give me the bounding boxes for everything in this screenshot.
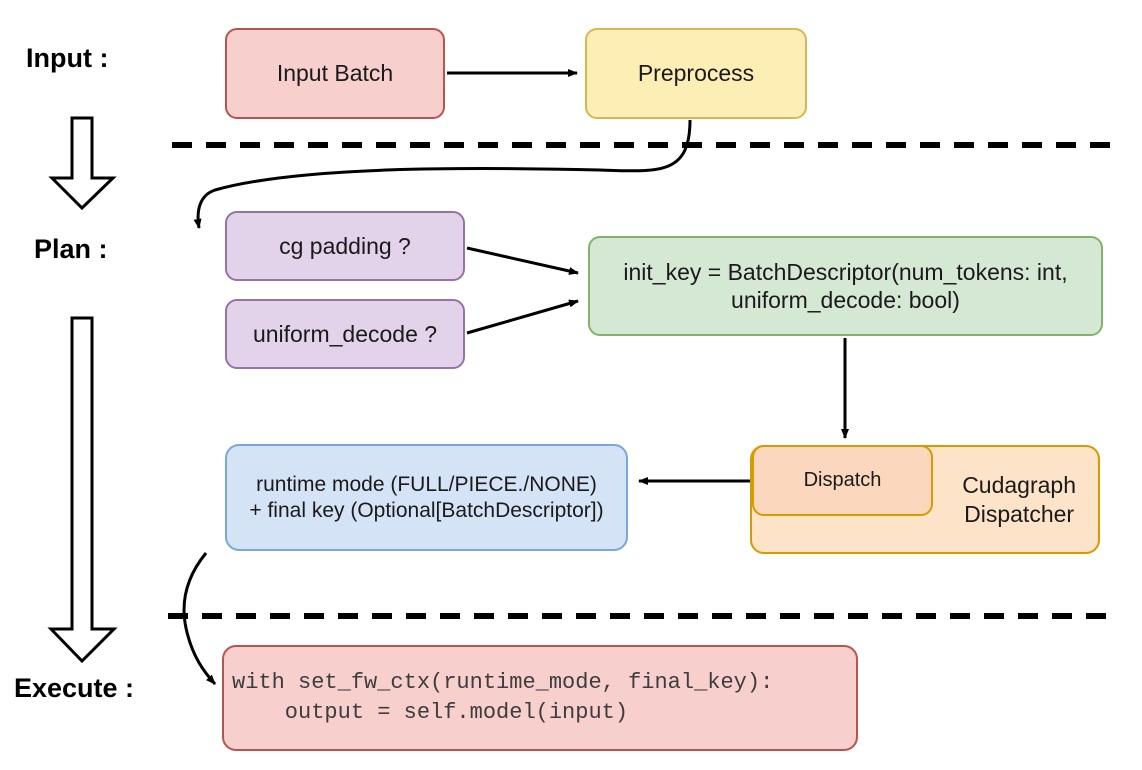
stage-arrow-plan-to-execute: [47, 316, 118, 664]
node-runtime-mode[interactable]: runtime mode (FULL/PIECE./NONE) + final …: [225, 444, 628, 551]
node-cudagraph-dispatcher-line1: Cudagraph: [962, 472, 1076, 499]
node-cudagraph-dispatcher-line2: Dispatcher: [964, 500, 1075, 527]
node-init-key-line1: init_key = BatchDescriptor(num_tokens: i…: [623, 258, 1068, 285]
node-preprocess[interactable]: Preprocess: [585, 28, 807, 119]
stage-label-plan: Plan :: [34, 234, 108, 264]
node-dispatch[interactable]: Dispatch: [752, 445, 933, 516]
node-exec-code[interactable]: with set_fw_ctx(runtime_mode, final_key)…: [222, 645, 858, 751]
edge-runtime-mode-to-exec-code: [182, 552, 217, 686]
edge-uniform-decode-to-init-key: [466, 299, 579, 335]
node-input-batch[interactable]: Input Batch: [225, 28, 445, 119]
node-init-key[interactable]: init_key = BatchDescriptor(num_tokens: i…: [588, 236, 1103, 336]
node-init-key-line2: uniform_decode: bool): [731, 287, 960, 313]
node-runtime-mode-line1: runtime mode (FULL/PIECE./NONE): [256, 472, 597, 496]
stage-label-execute: Execute :: [14, 673, 135, 703]
edge-cg-padding-to-init-key: [466, 246, 579, 275]
node-uniform-decode[interactable]: uniform_decode ?: [225, 299, 465, 369]
stage-label-input: Input :: [26, 43, 109, 73]
stage-arrow-input-to-plan: [48, 116, 117, 211]
node-runtime-mode-line2: + final key (Optional[BatchDescriptor]): [249, 498, 604, 522]
node-cg-padding[interactable]: cg padding ?: [225, 211, 465, 281]
